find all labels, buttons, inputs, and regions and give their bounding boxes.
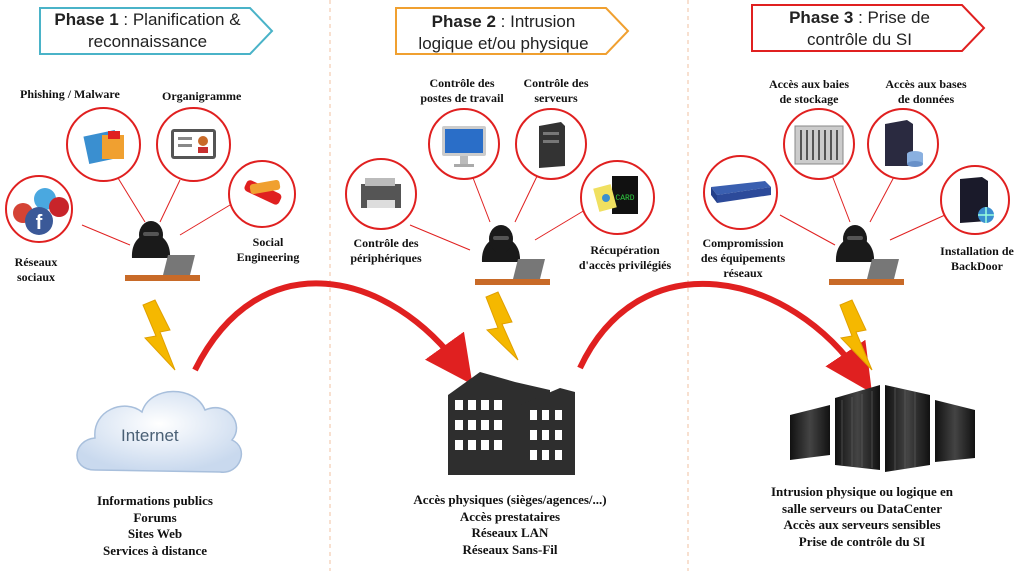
- phase-1-connectors: [81, 177, 231, 246]
- hacker-icon-1: [125, 221, 200, 281]
- printer-icon: [361, 178, 401, 208]
- phase-1-banner: [39, 7, 274, 55]
- datacenter-servers-icon: [790, 385, 975, 472]
- lightning-bolt-1: [142, 299, 176, 371]
- privileged-access-circle: CARD: [580, 160, 655, 235]
- storage-bays-circle: [783, 108, 855, 180]
- org-chart-icon: [171, 129, 216, 159]
- phishing-circle: [66, 107, 141, 182]
- phase-1-title: Phase 1 : Planification &reconnaissance: [54, 10, 241, 51]
- workstations-circle: [428, 108, 500, 180]
- label-organigramme: Organigramme: [162, 89, 242, 103]
- servers-circle: [515, 108, 587, 180]
- card-text: CARD: [615, 194, 634, 203]
- lightning-bolt-2: [485, 291, 519, 361]
- database-server-icon: [885, 120, 923, 167]
- phishing-malware-icon: [83, 129, 124, 165]
- svg-text:f: f: [36, 212, 43, 234]
- social-engineering-icon: [244, 179, 282, 205]
- backdoor-server-icon: [960, 177, 994, 223]
- phase-3-banner: [751, 4, 986, 52]
- phase-2-banner: [395, 7, 630, 55]
- bottom-text-phase-2: Accès physiques (sièges/agences/...)Accè…: [413, 492, 607, 557]
- social-networks-circle: f: [5, 175, 73, 243]
- lightning-bolt-3: [839, 299, 873, 371]
- hacker-icon-2: [475, 225, 550, 285]
- arrow-phase-2-to-3: [577, 280, 872, 393]
- access-card-icon: CARD: [593, 176, 638, 214]
- org-chart-circle: [156, 107, 231, 182]
- network-switch-icon: [711, 181, 771, 203]
- cloud-label: Internet: [121, 426, 179, 445]
- hacker-icon-3: [829, 225, 904, 285]
- peripherals-circle: [345, 158, 417, 230]
- label-phishing-malware: Phishing / Malware: [20, 87, 120, 101]
- social-engineering-circle: [228, 160, 296, 228]
- databases-circle: [867, 108, 939, 180]
- social-networks-icon: f: [13, 188, 69, 235]
- server-tower-icon: [539, 122, 565, 168]
- building-icon: [448, 372, 575, 475]
- storage-array-icon: [794, 125, 844, 165]
- arrow-phase-1-to-2: [192, 280, 473, 385]
- network-equipment-circle: [703, 155, 778, 230]
- internet-cloud: [76, 390, 243, 473]
- monitor-icon: [442, 126, 486, 167]
- backdoor-circle: [940, 165, 1010, 235]
